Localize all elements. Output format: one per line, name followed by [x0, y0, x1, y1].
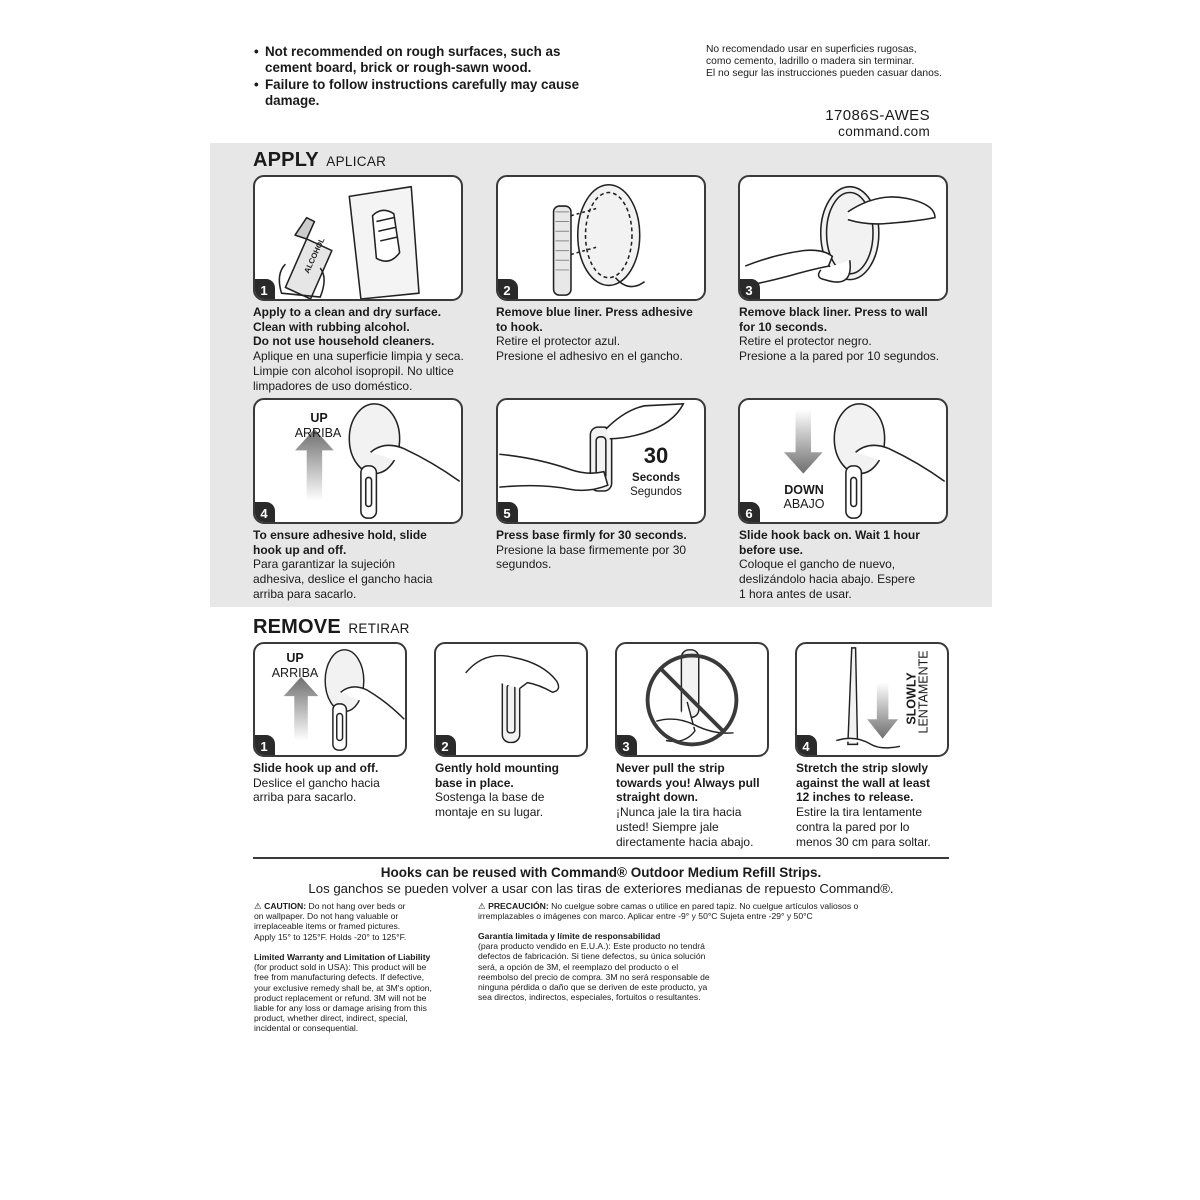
hold-base-icon — [465, 654, 560, 744]
clean-surface-icon: ALCOHOL — [278, 185, 420, 299]
remove-step-2-caption: Gently hold mounting base in place. Sost… — [435, 761, 559, 820]
step-number: 3 — [617, 735, 637, 755]
warning-list-es: No recomendado usar en superficies rugos… — [706, 44, 966, 81]
abajo-label: ABAJO — [783, 497, 825, 511]
remove-title: REMOVE — [253, 616, 341, 638]
warning-item-es: como cemento, ladrillo o madera sin term… — [706, 56, 915, 68]
apply-step-1-caption: Apply to a clean and dry surface. Clean … — [253, 305, 464, 393]
press-to-wall-icon — [744, 185, 936, 287]
warning-item: Not recommended on rough surfaces, such … — [254, 44, 584, 75]
apply-step-2-caption: Remove blue liner. Press adhesive to hoo… — [496, 305, 693, 364]
caution-title-es: PRECAUCIÓN: — [488, 901, 549, 911]
reuse-note: Hooks can be reused with Command® Outdoo… — [210, 864, 992, 896]
warranty-en: Limited Warranty and Limitation of Liabi… — [254, 952, 432, 1034]
warranty-es: Garantía limitada y límite de responsabi… — [478, 931, 710, 1003]
remove-step-1-caption: Slide hook up and off. Deslice el gancho… — [253, 761, 380, 805]
website: command.com — [838, 124, 930, 139]
apply-step-3-panel: 3 — [738, 175, 948, 301]
remove-step-4-caption: Stretch the strip slowly against the wal… — [796, 761, 931, 849]
remove-step-3-caption: Never pull the strip towards you! Always… — [616, 761, 760, 849]
apply-step-4-panel: UP ARRIBA 4 — [253, 398, 463, 524]
apply-step-6-caption: Slide hook back on. Wait 1 hour before u… — [739, 528, 920, 601]
arriba-label: ARRIBA — [271, 666, 319, 680]
slide-up-icon — [283, 649, 405, 751]
remove-subtitle: RETIRAR — [348, 621, 410, 636]
slide-up-icon — [295, 403, 461, 519]
seconds-label: Seconds — [632, 472, 680, 484]
reuse-note-en: Hooks can be reused with Command® Outdoo… — [380, 865, 822, 880]
apply-step-1-panel: ALCOHOL 1 — [253, 175, 463, 301]
step-number: 4 — [797, 735, 817, 755]
up-label: UP — [286, 651, 304, 665]
step-number: 4 — [255, 502, 275, 522]
adhesive-strip-icon — [552, 183, 646, 296]
step-number: 2 — [436, 735, 456, 755]
reuse-note-es: Los ganchos se pueden volver a usar con … — [308, 881, 894, 896]
caution-es: ⚠ PRECAUCIÓN: No cuelgue sobre camas o u… — [478, 901, 859, 922]
apply-step-6-panel: DOWN ABAJO 6 — [738, 398, 948, 524]
remove-step-2-panel: 2 — [434, 642, 588, 757]
warning-list-en: Not recommended on rough surfaces, such … — [254, 44, 584, 110]
warning-triangle-icon: ⚠ — [478, 901, 486, 911]
stretch-strip-icon — [836, 647, 901, 749]
remove-step-3-panel: 3 — [615, 642, 769, 757]
caution-en: ⚠ CAUTION: Do not hang over beds or on w… — [254, 901, 407, 942]
up-label: UP — [310, 411, 328, 425]
warranty-title-es: Garantía limitada y límite de responsabi… — [478, 931, 661, 941]
caution-title-en: CAUTION: — [264, 901, 307, 911]
no-pull-icon — [645, 649, 739, 747]
slide-down-icon — [783, 403, 946, 519]
step-number: 2 — [498, 279, 518, 299]
step-number: 5 — [498, 502, 518, 522]
press-base-icon — [499, 403, 685, 492]
apply-step-4-caption: To ensure adhesive hold, slide hook up a… — [253, 528, 433, 601]
segundos-label: Segundos — [630, 486, 682, 498]
apply-heading: APPLY APLICAR — [253, 149, 386, 172]
warranty-title-en: Limited Warranty and Limitation of Liabi… — [254, 952, 431, 962]
warning-item-es: El no segur las instrucciones pueden cas… — [706, 68, 942, 80]
product-sku: 17086S-AWES — [825, 107, 930, 124]
warning-item-es: No recomendado usar en superficies rugos… — [706, 44, 917, 55]
remove-heading: REMOVE RETIRAR — [253, 616, 410, 639]
warning-item: Failure to follow instructions carefully… — [254, 77, 584, 108]
seconds-count: 30 — [643, 443, 669, 468]
step-number: 6 — [740, 502, 760, 522]
remove-step-1-panel: UP ARRIBA 1 — [253, 642, 407, 757]
step-number: 3 — [740, 279, 760, 299]
remove-step-4-panel: SLOWLY LENTAMENTE 4 — [795, 642, 949, 757]
apply-step-5-panel: 30 Seconds Segundos 5 — [496, 398, 706, 524]
step-number: 1 — [255, 735, 275, 755]
apply-step-2-panel: 2 — [496, 175, 706, 301]
down-label: DOWN — [784, 483, 824, 497]
divider — [253, 857, 949, 859]
apply-step-5-caption: Press base firmly for 30 seconds. Presio… — [496, 528, 687, 572]
apply-title: APPLY — [253, 149, 319, 171]
warning-triangle-icon: ⚠ — [254, 901, 262, 911]
step-number: 1 — [255, 279, 275, 299]
arriba-label: ARRIBA — [294, 426, 342, 440]
apply-step-3-caption: Remove black liner. Press to wall for 10… — [739, 305, 940, 364]
lentamente-label: LENTAMENTE — [916, 650, 931, 734]
apply-subtitle: APLICAR — [326, 154, 387, 169]
